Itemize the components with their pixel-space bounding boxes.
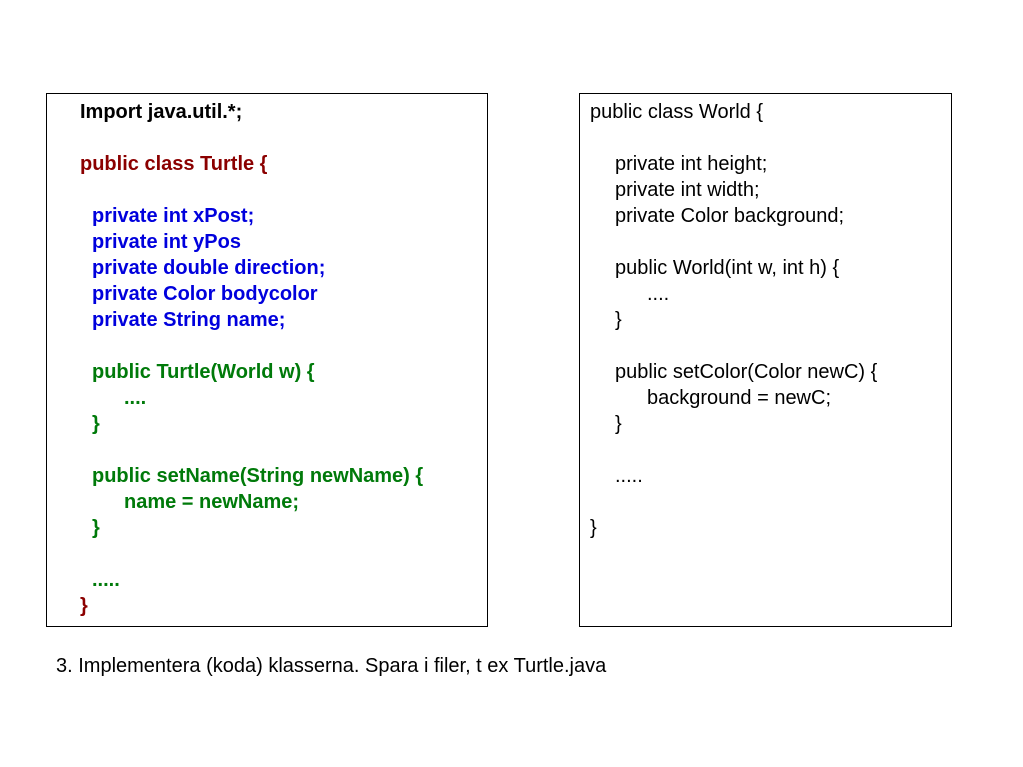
code-line-constructor-close: } (615, 309, 622, 331)
code-line-setcolor-body: background = newC; (647, 387, 832, 409)
code-line-setname: public setName(String newName) { (92, 465, 424, 487)
code-line-field-xpost: private int xPost; (92, 205, 255, 227)
code-line-constructor-body: .... (647, 283, 670, 305)
code-line-constructor-close: } (92, 413, 100, 435)
code-line-field-name: private String name; (92, 309, 286, 331)
code-line-class-close: } (590, 517, 597, 539)
turtle-code-box: Import java.util.*; public class Turtle … (46, 93, 488, 627)
code-line-field-width: private int width; (615, 179, 760, 201)
code-line-constructor-body: .... (124, 387, 147, 409)
code-line-import: Import java.util.*; (80, 101, 243, 123)
code-line-class-close: } (80, 595, 88, 617)
code-line-constructor: public World(int w, int h) { (615, 257, 840, 279)
instruction-caption: 3. Implementera (koda) klasserna. Spara … (56, 655, 607, 677)
code-line-setcolor: public setColor(Color newC) { (615, 361, 878, 383)
world-code-box: public class World { private int height;… (579, 93, 952, 627)
code-line-field-background: private Color background; (615, 205, 845, 227)
code-line-field-bodycolor: private Color bodycolor (92, 283, 318, 305)
code-line-ellipsis: ..... (92, 569, 120, 591)
code-line-ellipsis: ..... (615, 465, 643, 487)
code-line-setname-body: name = newName; (124, 491, 300, 513)
code-line-field-ypos: private int yPos (92, 231, 241, 253)
code-line-field-direction: private double direction; (92, 257, 326, 279)
code-line-class-declaration: public class Turtle { (80, 153, 268, 175)
code-line-constructor: public Turtle(World w) { (92, 361, 315, 383)
code-line-setname-close: } (92, 517, 100, 539)
code-line-field-height: private int height; (615, 153, 768, 175)
code-line-setcolor-close: } (615, 413, 622, 435)
code-line-class-declaration: public class World { (590, 101, 764, 123)
